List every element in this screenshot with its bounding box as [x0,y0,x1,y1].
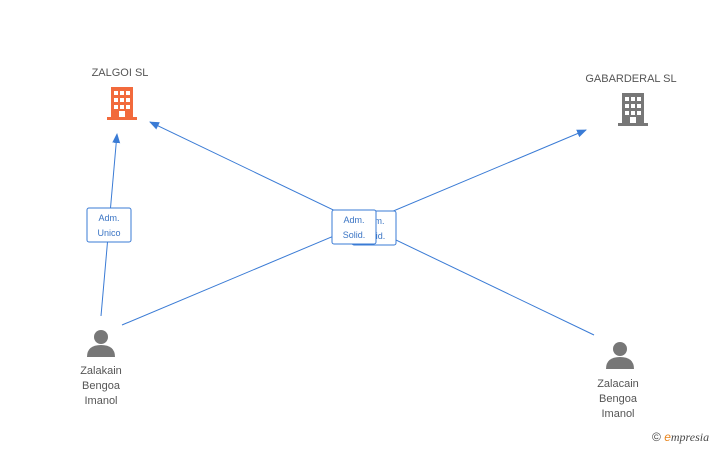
svg-text:Imanol: Imanol [601,408,634,420]
svg-text:Bengoa: Bengoa [599,393,638,405]
svg-text:Adm.: Adm. [343,215,364,225]
svg-text:Unico: Unico [97,228,120,238]
company-node-zalgoi[interactable]: ZALGOI SL [92,67,149,120]
svg-text:Zalacain: Zalacain [597,378,639,390]
role-label-adm-solid: Adm. Solid. [331,209,377,245]
person-node-zalakain[interactable]: Zalakain Bengoa Imanol [80,330,122,407]
person-icon [606,342,634,369]
brand-logo-text: mpresia [670,430,710,444]
svg-text:Adm.: Adm. [98,213,119,223]
person-icon [87,330,115,357]
company-node-gabarderal[interactable]: GABARDERAL SL [585,73,677,126]
svg-text:Zalakain: Zalakain [80,365,122,377]
brand-logo-letter: e [664,430,671,444]
person-node-zalacain[interactable]: Zalacain Bengoa Imanol [597,342,639,420]
building-icon [107,87,137,120]
company-name: GABARDERAL SL [585,73,676,85]
company-name: ZALGOI SL [92,67,149,79]
role-label-adm-unico: Adm. Unico [86,207,132,243]
building-icon [618,93,648,126]
svg-text:Bengoa: Bengoa [82,380,121,392]
svg-text:Solid.: Solid. [343,230,366,240]
svg-text:Imanol: Imanol [84,395,117,407]
copyright-icon: © [652,430,661,444]
empresia-watermark: © empresia [652,430,709,445]
